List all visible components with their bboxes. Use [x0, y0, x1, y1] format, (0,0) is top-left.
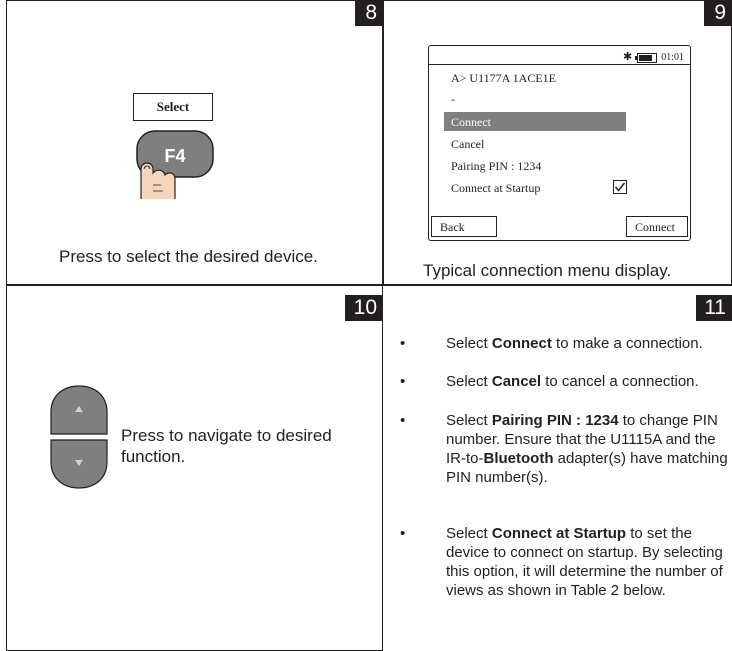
status-bar: ✱ 01:01: [623, 50, 684, 63]
bullet-text: adapter(s) have matching PIN number(s).: [446, 450, 728, 486]
connect-softkey[interactable]: Connect: [626, 216, 688, 237]
panel-number-10: 10: [345, 295, 383, 321]
panel-10-caption-line-1: Press to navigate to desired: [121, 426, 332, 445]
bullet-text: Select: [446, 373, 492, 390]
bullet-text: to set the device to connect on startup.…: [446, 525, 723, 599]
battery-icon: [634, 52, 657, 63]
panel-number-11: 11: [696, 295, 732, 321]
f4-key-illustration[interactable]: F4: [135, 129, 225, 205]
bullet-text: Select: [446, 412, 492, 429]
bullet-dot: •: [400, 412, 406, 429]
bullet-text: Select: [446, 525, 492, 542]
menu-item-cancel[interactable]: Cancel: [451, 137, 485, 151]
check-icon: [614, 182, 626, 192]
bullet-bold: Pairing PIN : 1234: [491, 412, 619, 429]
back-softkey[interactable]: Back: [431, 216, 497, 237]
up-arrow-icon: [75, 406, 83, 412]
bullet-bold: Connect: [491, 335, 552, 352]
bullet-dot: •: [400, 373, 406, 390]
dash-line: -: [451, 92, 455, 106]
startup-checkbox[interactable]: [613, 180, 627, 194]
bullet-text: to change PIN number. Ensure that the U1…: [446, 412, 718, 467]
bluetooth-icon: ✱: [623, 51, 633, 63]
panel-number-8: 8: [355, 0, 383, 26]
menu-item-connect-label: Connect: [451, 115, 491, 129]
f4-key-label: F4: [164, 146, 185, 166]
panel-8: 8 Select F4 Press to select the desired …: [6, 0, 383, 285]
lcd-display: ✱ 01:01 A> U1177A 1ACE1E - Connect Cance…: [428, 45, 691, 241]
bullet-text: to cancel a connection.: [541, 373, 699, 390]
panel-11: 11: [383, 285, 732, 651]
menu-item-pairing-pin[interactable]: Pairing PIN : 1234: [451, 159, 542, 173]
status-clock: 01:01: [661, 52, 684, 63]
bullet-text: Select: [446, 335, 492, 352]
menu-item-connect-at-startup[interactable]: Connect at Startup: [451, 181, 541, 195]
panel-9: 9 ✱ 01:01 A> U1177A 1ACE1E - Connect Can…: [383, 0, 732, 285]
panel-10: 10 Press to navigate to desired function…: [6, 285, 383, 651]
select-softkey-label: Select: [156, 99, 190, 114]
panel-9-caption: Typical connection menu display.: [423, 261, 672, 280]
navigation-keys[interactable]: [49, 384, 109, 496]
bullet-dot: •: [400, 335, 406, 352]
finger-icon: [140, 162, 176, 199]
panel-number-9: 9: [704, 0, 732, 26]
down-arrow-icon: [75, 460, 83, 466]
bullet-bold: Bluetooth: [483, 450, 554, 467]
connect-softkey-label: Connect: [635, 220, 675, 234]
bullet-text: to make a connection.: [551, 335, 703, 352]
select-softkey[interactable]: Select: [133, 93, 213, 121]
panel-8-caption: Press to select the desired device.: [59, 247, 318, 266]
menu-item-connect[interactable]: Connect: [444, 112, 626, 131]
device-line: A> U1177A 1ACE1E: [451, 71, 556, 85]
bullet-dot: •: [400, 525, 406, 542]
bullet-bold: Cancel: [491, 373, 542, 390]
bullet-bold: Connect at Startup: [491, 525, 627, 542]
panel-10-caption-line-2: function.: [121, 447, 186, 466]
back-softkey-label: Back: [440, 220, 465, 234]
